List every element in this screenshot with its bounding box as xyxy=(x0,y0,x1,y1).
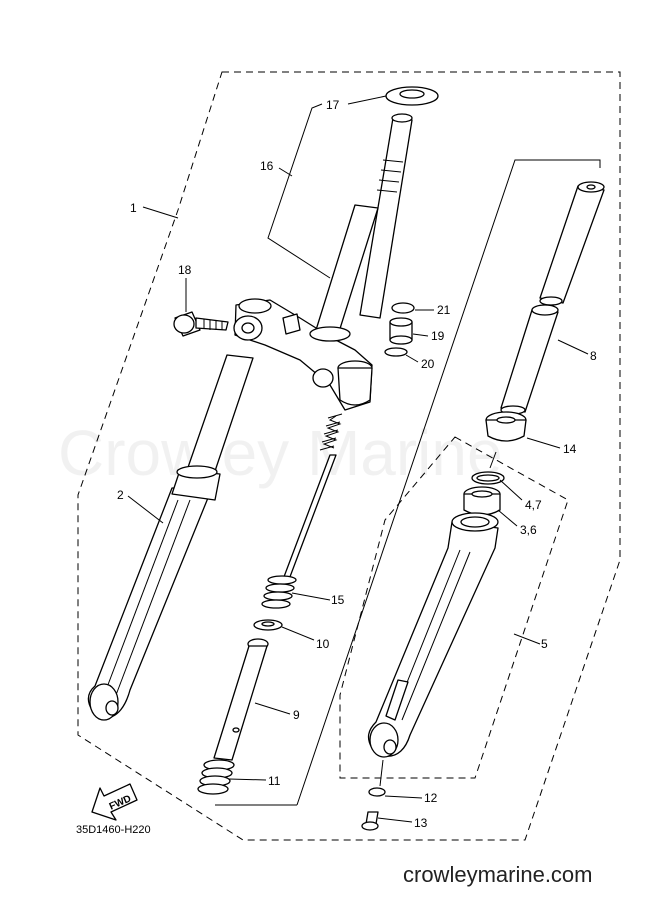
fork-leg-left xyxy=(87,354,254,721)
assembly-boundary-1 xyxy=(77,71,621,841)
spring-11 xyxy=(197,759,235,795)
callout-20: 20 xyxy=(421,357,435,371)
callout-16: 16 xyxy=(260,159,274,173)
callout-2: 2 xyxy=(117,488,124,502)
fork-leg-right xyxy=(367,512,499,758)
callout-18: 18 xyxy=(178,263,192,277)
washer-10 xyxy=(253,619,283,631)
spring-upper xyxy=(319,413,343,451)
callout-8: 8 xyxy=(590,349,597,363)
callout-3-6: 3,6 xyxy=(520,523,537,537)
watermark: Crowley Marine xyxy=(58,417,503,489)
callout-17: 17 xyxy=(326,98,340,112)
callout-11: 11 xyxy=(268,774,281,788)
piston-9 xyxy=(213,638,269,761)
fork-tube-8 xyxy=(500,304,559,415)
leader-lines xyxy=(127,95,589,823)
callout-14: 14 xyxy=(563,442,577,456)
callout-4-7: 4,7 xyxy=(525,498,542,512)
steering-stem xyxy=(309,113,413,342)
callout-21: 21 xyxy=(437,303,451,317)
bolt-13 xyxy=(361,811,379,831)
callout-12: 12 xyxy=(424,791,438,805)
spring-15 xyxy=(261,575,297,609)
oil-seal-14 xyxy=(485,411,527,442)
callout-1: 1 xyxy=(130,201,137,215)
callout-9: 9 xyxy=(293,708,300,722)
bushing-3-6 xyxy=(463,486,501,516)
callout-13: 13 xyxy=(414,816,428,830)
circlip-21 xyxy=(391,302,415,314)
washer-20 xyxy=(384,347,408,357)
upper-bracket xyxy=(233,298,373,411)
fork-tube-upper-right xyxy=(539,181,605,306)
callout-15: 15 xyxy=(331,593,345,607)
bushing-19 xyxy=(389,317,413,345)
assembly-boundary-5 xyxy=(339,436,569,779)
diagram-code: 35D1460-H220 xyxy=(76,824,151,836)
fwd-arrow: FWD xyxy=(91,783,138,821)
circlip-4-7 xyxy=(471,471,505,485)
callout-19: 19 xyxy=(431,329,445,343)
washer-17 xyxy=(385,86,439,106)
callout-5: 5 xyxy=(541,637,548,651)
callout-10: 10 xyxy=(316,637,330,651)
website-link[interactable]: crowleymarine.com xyxy=(403,862,593,887)
fork-inner-group-bracket xyxy=(296,159,601,806)
bolt-18 xyxy=(173,311,229,337)
washer-12 xyxy=(368,787,386,797)
